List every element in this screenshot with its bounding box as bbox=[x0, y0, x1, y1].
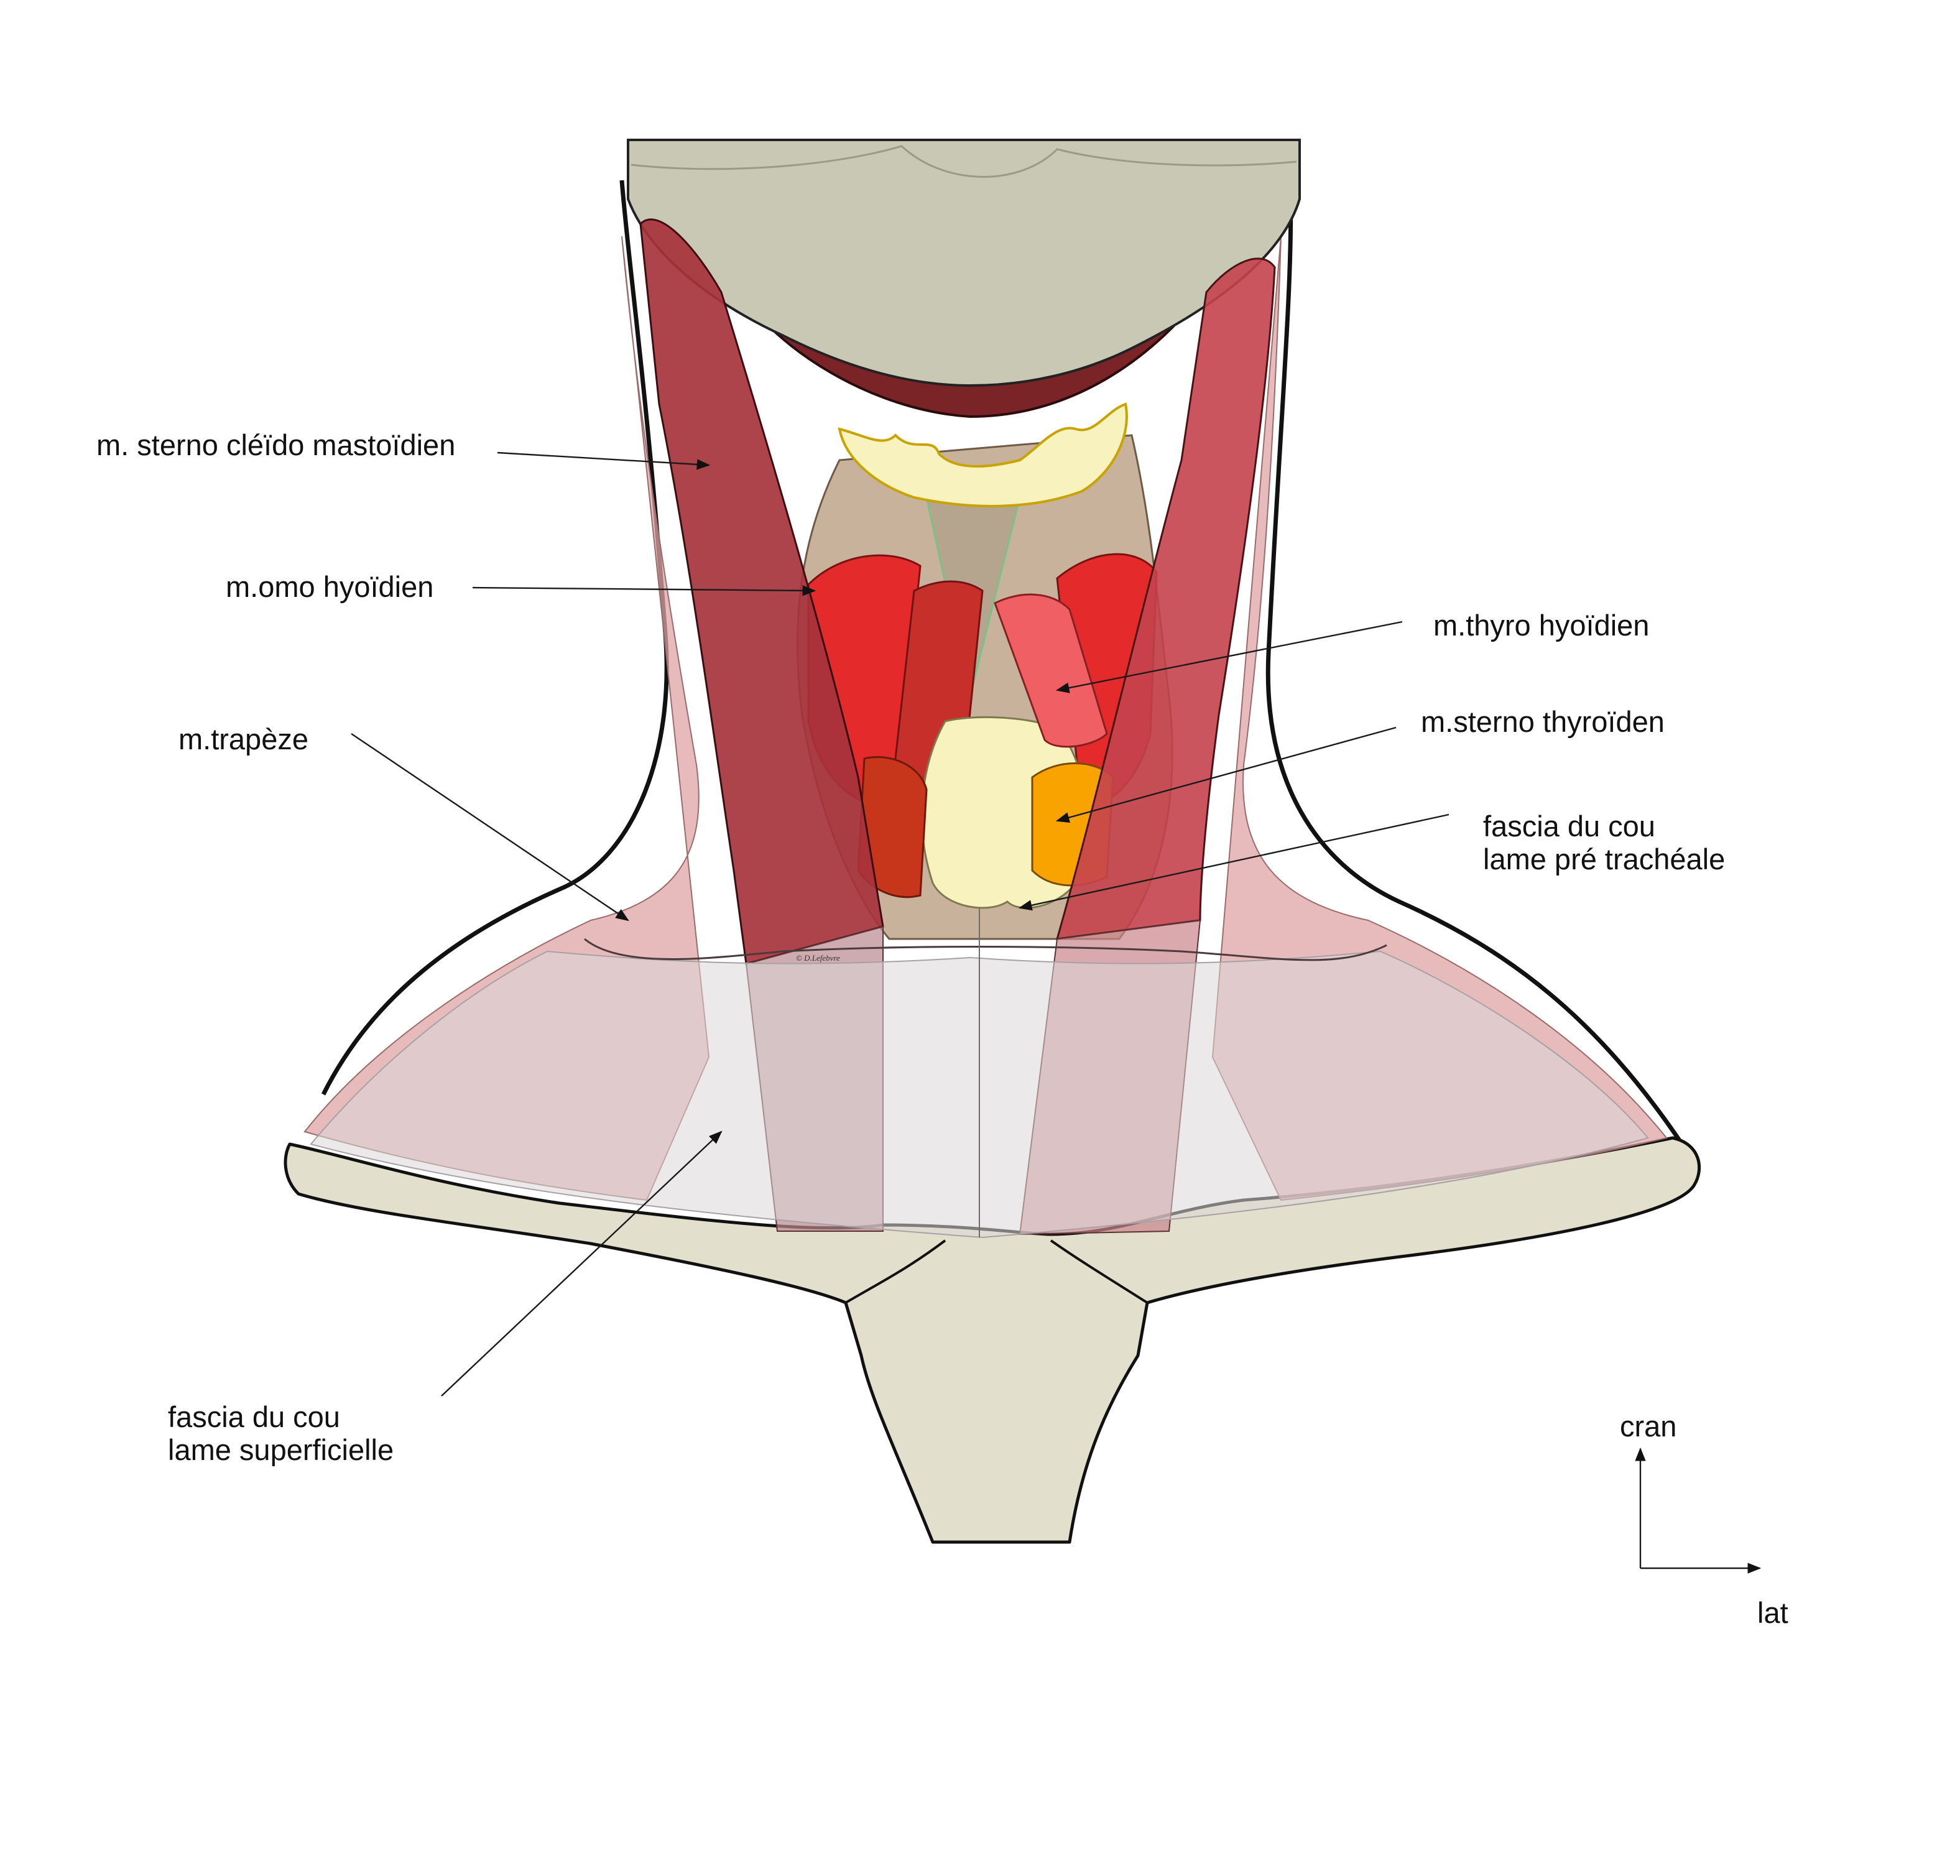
label-pretracheal-1: fascia du cou bbox=[1483, 810, 1655, 843]
leader-superficial bbox=[441, 1130, 723, 1397]
thyrohyoid-right bbox=[994, 593, 1108, 748]
leader-sterno-thyro bbox=[1055, 726, 1397, 823]
compass-right-label: lat bbox=[1757, 1596, 1788, 1629]
label-superficial-2: lame superficielle bbox=[168, 1433, 394, 1466]
label-sterno-thyro: m.sterno thyroïden bbox=[1421, 705, 1665, 738]
hyoid-bone bbox=[838, 402, 1128, 507]
compass-up-label: cran bbox=[1620, 1410, 1676, 1443]
leader-pretracheal bbox=[1018, 813, 1449, 911]
sternoclavicular-joint-lines bbox=[844, 1239, 1149, 1304]
signature: © D.Lefebvre bbox=[796, 953, 840, 963]
label-thyro: m.thyro hyoïdien bbox=[1433, 609, 1649, 642]
leader-thyro bbox=[1055, 621, 1403, 693]
label-scm: m. sterno cléïdo mastoïdien bbox=[96, 428, 455, 461]
leader-scm bbox=[497, 451, 711, 470]
label-superficial-1: fascia du cou bbox=[168, 1400, 340, 1433]
leader-omo bbox=[472, 585, 816, 596]
neck-outline bbox=[321, 180, 1684, 1145]
scm-right bbox=[1055, 257, 1276, 940]
superficial-fascia-edge bbox=[584, 938, 1387, 961]
label-omo: m.omo hyoïdien bbox=[226, 570, 433, 603]
label-pretracheal-2: lame pré trachéale bbox=[1483, 843, 1725, 876]
mandible-contour-line bbox=[631, 145, 1297, 178]
scm-left bbox=[639, 218, 884, 965]
label-trapeze: m.trapèze bbox=[178, 723, 308, 755]
leader-trapeze bbox=[351, 733, 629, 922]
